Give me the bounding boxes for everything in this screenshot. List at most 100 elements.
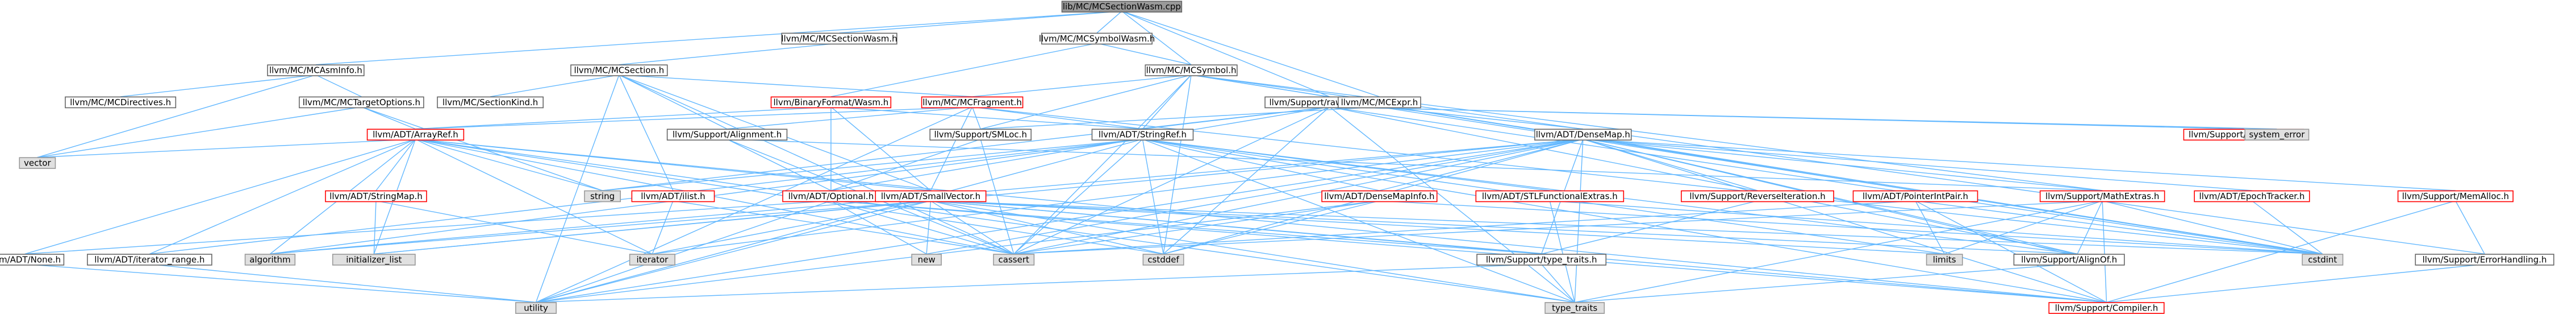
edge-targetopts-to-arrayref: [361, 106, 416, 130]
node-mcsection[interactable]: llvm/MC/MCSection.h: [570, 64, 668, 76]
node-targetopts[interactable]: llvm/MC/MCTargetOptions.h: [299, 96, 424, 109]
node-label: llvm/Support/SMLoc.h: [934, 130, 1026, 140]
node-pointerintpair[interactable]: llvm/ADT/PointerIntPair.h: [1852, 190, 1978, 203]
node-system_error[interactable]: system_error: [2244, 129, 2310, 141]
node-arrayref[interactable]: llvm/ADT/ArrayRef.h: [366, 129, 465, 141]
node-box: [267, 64, 365, 76]
node-densemapinfo[interactable]: llvm/ADT/DenseMapInfo.h: [1321, 190, 1438, 203]
edge-smallvector-to-initializer_list: [374, 200, 931, 255]
node-utility[interactable]: utility: [515, 302, 557, 314]
node-box: [1681, 190, 1834, 203]
edge-fragment-to-utility: [536, 106, 972, 303]
node-box: [2415, 254, 2554, 266]
node-label: llvm/MC/SectionKind.h: [442, 97, 538, 108]
node-mcexpr[interactable]: llvm/MC/MCExpr.h: [1338, 96, 1421, 109]
edge-mcsection-to-cassert: [619, 75, 1014, 255]
node-iterator[interactable]: iterator: [629, 254, 675, 266]
node-algorithm[interactable]: algorithm: [244, 254, 296, 266]
node-reverseiter[interactable]: llvm/Support/ReverseIteration.h: [1681, 190, 1834, 203]
node-box: [1145, 64, 1238, 76]
node-label: utility: [524, 303, 548, 313]
node-ilist[interactable]: llvm/ADT/ilist.h: [631, 190, 715, 203]
edge-mcsymbol-to-fragment: [972, 74, 1192, 97]
node-label: llvm/MC/MCSymbol.h: [1146, 65, 1237, 76]
edge-none-to-utility: [24, 263, 536, 303]
node-mcsymbol[interactable]: llvm/MC/MCSymbol.h: [1145, 64, 1238, 76]
node-sectionkind[interactable]: llvm/MC/SectionKind.h: [437, 96, 544, 109]
node-new[interactable]: new: [911, 254, 942, 266]
edge-densemap-to-iterator: [652, 139, 1583, 255]
node-optional[interactable]: llvm/ADT/Optional.h: [782, 190, 880, 203]
node-iterator_range[interactable]: llvm/ADT/iterator_range.h: [87, 254, 212, 266]
edge-root-to-sectionwasm_h: [839, 10, 1122, 34]
node-compiler[interactable]: llvm/Support/Compiler.h: [2048, 302, 2165, 314]
node-asminfo[interactable]: llvm/MC/MCAsmInfo.h: [267, 64, 365, 76]
node-box: [993, 254, 1035, 266]
node-label: llvm/MC/MCExpr.h: [1341, 97, 1418, 108]
node-box: [2013, 254, 2125, 266]
edge-arrayref-to-iterator: [415, 139, 653, 255]
node-symbolwasm_h[interactable]: llvm/MC/MCSymbolWasm.h: [1039, 32, 1155, 45]
node-alignof[interactable]: llvm/Support/AlignOf.h: [2013, 254, 2125, 266]
node-memalloc[interactable]: llvm/Support/MemAlloc.h: [2397, 190, 2514, 203]
node-string[interactable]: string: [584, 190, 621, 203]
node-label: string: [590, 191, 615, 201]
node-smloc[interactable]: llvm/Support/SMLoc.h: [929, 129, 1032, 141]
node-smallvector[interactable]: llvm/ADT/SmallVector.h: [875, 190, 987, 203]
node-label: lib/MC/MCSectionWasm.cpp: [1063, 2, 1181, 12]
node-alignment[interactable]: llvm/Support/Alignment.h: [666, 129, 788, 141]
node-box: [87, 254, 212, 266]
node-densemap[interactable]: llvm/ADT/DenseMap.h: [1534, 129, 1632, 141]
node-label: llvm/ADT/ilist.h: [641, 191, 705, 201]
node-label: cassert: [999, 254, 1029, 265]
node-cstdint[interactable]: cstdint: [2302, 254, 2344, 266]
node-label: llvm/ADT/ArrayRef.h: [373, 130, 458, 140]
node-sectionwasm_h[interactable]: llvm/MC/MCSectionWasm.h: [781, 32, 897, 45]
edge-fragment-to-arrayref: [415, 106, 972, 130]
node-limits[interactable]: limits: [1926, 254, 1963, 266]
node-label: llvm/ADT/None.h: [0, 254, 61, 265]
node-errorhandling[interactable]: llvm/Support/ErrorHandling.h: [2415, 254, 2554, 266]
edge-densemap-to-mathextras: [1583, 139, 2103, 191]
edge-densemapinfo-to-cassert: [1013, 200, 1380, 255]
edge-binaryformat-to-arrayref: [415, 106, 831, 130]
node-label: vector: [24, 158, 51, 168]
edge-stringref-to-cstddef: [1142, 139, 1164, 254]
node-stringmap[interactable]: llvm/ADT/StringMap.h: [325, 190, 427, 203]
node-type_traits_h[interactable]: llvm/Support/type_traits.h: [1476, 254, 1607, 266]
node-binaryformat[interactable]: llvm/BinaryFormat/Wasm.h: [770, 96, 892, 109]
node-initializer_list[interactable]: initializer_list: [332, 254, 416, 266]
node-cstddef[interactable]: cstddef: [1142, 254, 1184, 266]
node-mathextras[interactable]: llvm/Support/MathExtras.h: [2039, 190, 2165, 203]
node-fragment[interactable]: llvm/MC/MCFragment.h: [921, 96, 1024, 109]
node-cassert[interactable]: cassert: [993, 254, 1035, 266]
node-label: llvm/Support/Compiler.h: [2055, 303, 2159, 313]
node-box: [1142, 254, 1184, 266]
edge-densemap-to-epochtracker: [1583, 139, 2252, 191]
edge-mathextras-to-type_traits: [1575, 200, 2103, 303]
edge-fragment-to-stringref: [972, 106, 1143, 130]
node-box: [1475, 190, 1625, 203]
edge-optional-to-utility: [536, 200, 832, 303]
node-label: new: [918, 254, 936, 265]
node-epochtracker[interactable]: llvm/ADT/EpochTracker.h: [2194, 190, 2310, 203]
edge-stringref-to-utility: [536, 139, 1143, 303]
edge-densemap-to-cassert: [1013, 139, 1583, 255]
node-label: limits: [1933, 254, 1956, 265]
node-vector[interactable]: vector: [19, 157, 56, 169]
node-directives[interactable]: llvm/MC/MCDirectives.h: [65, 96, 177, 109]
node-type_traits[interactable]: type_traits: [1544, 302, 1605, 314]
edge-optional-to-cassert: [830, 200, 1014, 255]
node-none[interactable]: llvm/ADT/None.h: [0, 254, 65, 266]
edge-mathextras-to-cassert: [1013, 200, 2103, 255]
edge-densemap-to-densemapinfo: [1379, 139, 1584, 191]
node-label: llvm/ADT/STLFunctionalExtras.h: [1482, 191, 1618, 201]
node-label: llvm/ADT/PointerIntPair.h: [1863, 191, 1968, 201]
node-stringref[interactable]: llvm/ADT/StringRef.h: [1091, 129, 1194, 141]
edge-mcsection-to-sectionkind: [490, 74, 619, 97]
node-box: [631, 190, 715, 203]
node-stlfunctional[interactable]: llvm/ADT/STLFunctionalExtras.h: [1475, 190, 1625, 203]
edge-smallvector-to-cassert: [930, 200, 1014, 255]
